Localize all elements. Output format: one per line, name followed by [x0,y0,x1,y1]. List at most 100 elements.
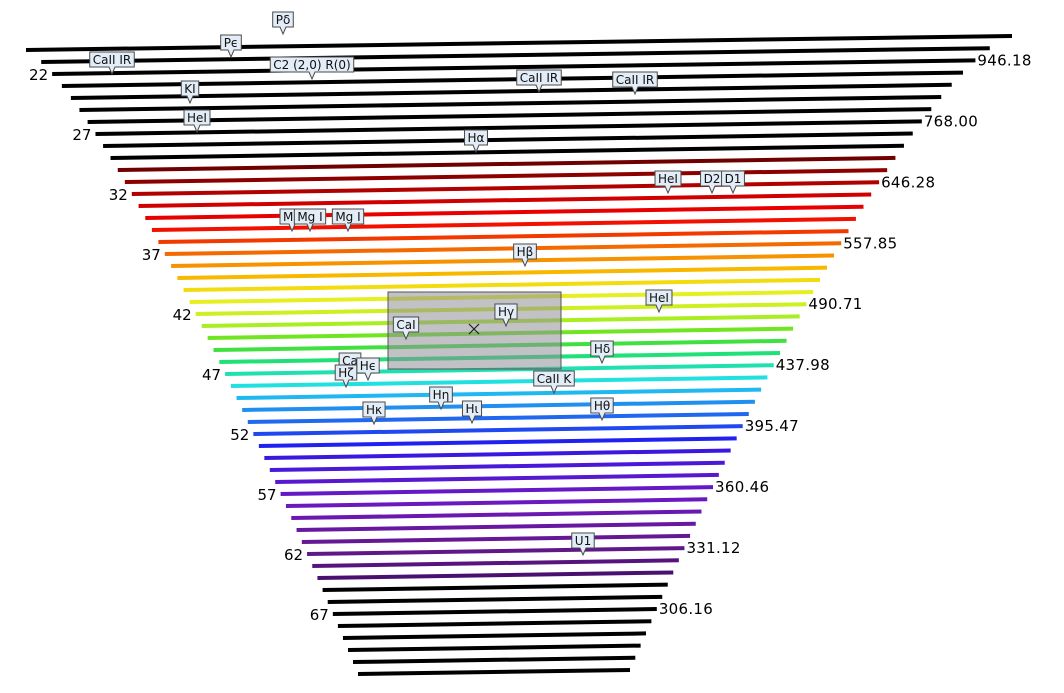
order-line [312,558,679,568]
line-marker-label: Hβ [517,245,534,259]
line-marker[interactable]: Pϵ [220,34,242,59]
line-marker-callout [533,370,575,395]
order-line [337,619,652,628]
wavelength-label: 946.18 [977,51,1031,69]
line-marker[interactable]: HeI [654,170,682,195]
order-number-label: 67 [310,606,329,624]
line-marker-label: U1 [575,534,591,548]
order-line [52,58,976,76]
line-marker[interactable]: Hθ [590,397,614,422]
line-marker-label: CaII IR [93,53,132,67]
line-marker-label: Mg I [297,210,322,224]
line-marker[interactable]: U1 [571,532,595,557]
line-marker[interactable]: Hα [464,129,488,154]
order-line [138,192,872,208]
order-line [131,180,880,196]
order-line [253,424,743,436]
line-marker-callout [293,208,327,233]
line-marker[interactable]: Hκ [362,401,386,426]
line-marker-label: Mg I [335,210,360,224]
line-marker-label: CaII IR [616,73,655,87]
order-number-label: 52 [230,426,249,444]
order-line [124,168,888,184]
line-marker[interactable]: CaII IR [89,51,135,76]
order-line [347,643,641,652]
line-marker[interactable]: Hι [461,400,483,425]
line-marker[interactable]: CaI [392,316,420,341]
order-line [322,582,668,592]
order-line [258,436,737,448]
line-marker-label: HeI [649,291,669,305]
line-marker[interactable]: CaII IR [612,71,658,96]
order-line [264,448,731,460]
line-marker[interactable]: HeI [645,289,673,314]
order-number-label: 42 [173,306,192,324]
line-marker[interactable]: D2 [700,170,724,195]
order-line [317,570,674,580]
crosshair-icon [468,323,480,335]
order-line [357,668,631,676]
wavelength-label: 395.47 [745,417,799,435]
order-line [352,655,636,664]
line-marker[interactable]: Hη [429,386,453,411]
order-number-label: 37 [142,246,161,264]
line-marker-callout [183,109,211,134]
order-line [110,143,904,160]
line-marker-label: Hϵ [360,359,376,373]
order-number-label: 47 [202,366,221,384]
order-number-label: 22 [29,66,48,84]
wavelength-label: 768.00 [924,112,978,130]
line-marker[interactable]: Hδ [590,340,614,365]
line-marker-label: Pϵ [224,36,239,50]
line-marker-callout [392,316,420,341]
line-marker[interactable]: HeI [183,109,211,134]
line-marker[interactable]: Mg I [331,208,365,233]
order-line [285,497,708,508]
line-marker-callout [272,11,294,36]
line-marker-callout [721,170,745,195]
line-marker-label: Hζ [338,366,354,380]
line-marker-callout [654,170,682,195]
order-line [117,155,896,172]
line-marker[interactable]: CaII K [533,370,575,395]
line-marker[interactable]: Hγ [494,303,518,328]
line-marker-callout [513,243,537,268]
line-marker[interactable]: Hζ [334,364,358,389]
line-marker[interactable]: Pδ [272,11,294,36]
wavelength-label: 646.28 [881,173,935,191]
line-marker-label: Hκ [366,403,382,417]
line-marker-callout [645,289,673,314]
line-marker[interactable]: Hβ [513,243,537,268]
order-line [247,411,749,424]
line-marker[interactable]: Mg I [293,208,327,233]
order-line [158,229,849,244]
line-marker-label: D2 [704,172,721,186]
line-marker-label: KI [184,82,195,96]
order-number-label: 57 [258,486,277,504]
line-marker[interactable]: D1 [721,170,745,195]
line-marker-callout [494,303,518,328]
line-marker[interactable]: KI [180,80,200,105]
line-marker-label: Hη [433,388,450,402]
line-marker-callout [461,400,483,425]
line-marker-callout [269,56,355,81]
order-line [70,82,952,100]
order-line [145,204,864,220]
line-marker-label: HeI [187,111,207,125]
line-marker[interactable]: CaII IR [516,69,562,94]
line-marker-label: D1 [725,172,742,186]
order-line [225,363,774,376]
order-line [79,94,942,112]
line-marker[interactable]: C2 (2,0) R(0) [269,56,355,81]
line-marker-label: CaI [396,318,415,332]
order-number-label: 62 [284,546,303,564]
order-line [275,472,719,484]
order-line [307,546,685,556]
line-marker-label: Hθ [594,399,610,413]
wavelength-label: 437.98 [776,356,830,374]
line-marker[interactable]: Hϵ [356,357,380,382]
wavelength-label: 331.12 [686,539,740,557]
order-line [280,485,714,496]
